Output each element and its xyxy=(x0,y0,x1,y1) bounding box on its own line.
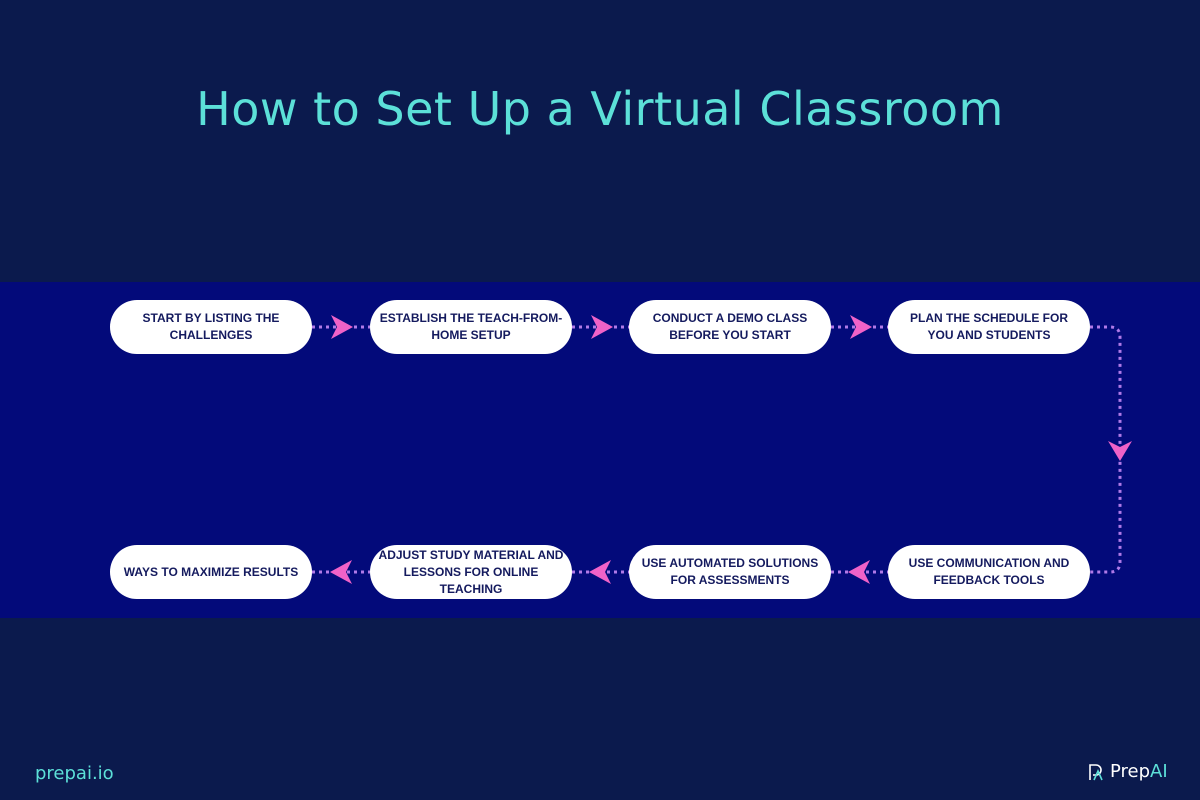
brand-name: PrepAI xyxy=(1110,761,1168,782)
arrow-left-icon xyxy=(589,560,611,584)
site-url: prepai.io xyxy=(35,763,114,784)
brand-logo: PrepAI xyxy=(1088,761,1168,782)
step-4-node: PLAN THE SCHEDULE FOR YOU AND STUDENTS xyxy=(888,300,1090,354)
arrow-right-icon xyxy=(850,315,872,339)
step-2-node: ESTABLISH THE TEACH-FROM-HOME SETUP xyxy=(370,300,572,354)
brand-suffix: AI xyxy=(1150,761,1168,782)
step-6-node: USE AUTOMATED SOLUTIONS FOR ASSESSMENTS xyxy=(629,545,831,599)
step-7-node: ADJUST STUDY MATERIAL AND LESSONS FOR ON… xyxy=(370,545,572,599)
step-5-node: USE COMMUNICATION AND FEEDBACK TOOLS xyxy=(888,545,1090,599)
page-title: How to Set Up a Virtual Classroom xyxy=(196,82,1004,136)
brand-prefix: Prep xyxy=(1110,761,1151,782)
arrow-left-icon xyxy=(330,560,352,584)
step-1-node: START BY LISTING THE CHALLENGES xyxy=(110,300,312,354)
step-8-node: WAYS TO MAXIMIZE RESULTS xyxy=(110,545,312,599)
arrow-left-icon xyxy=(848,560,870,584)
prepai-logo-icon xyxy=(1089,763,1103,780)
arrow-down-icon xyxy=(1108,441,1132,461)
arrow-right-icon xyxy=(331,315,353,339)
arrow-right-icon xyxy=(591,315,613,339)
step-3-node: CONDUCT A DEMO CLASS BEFORE YOU START xyxy=(629,300,831,354)
